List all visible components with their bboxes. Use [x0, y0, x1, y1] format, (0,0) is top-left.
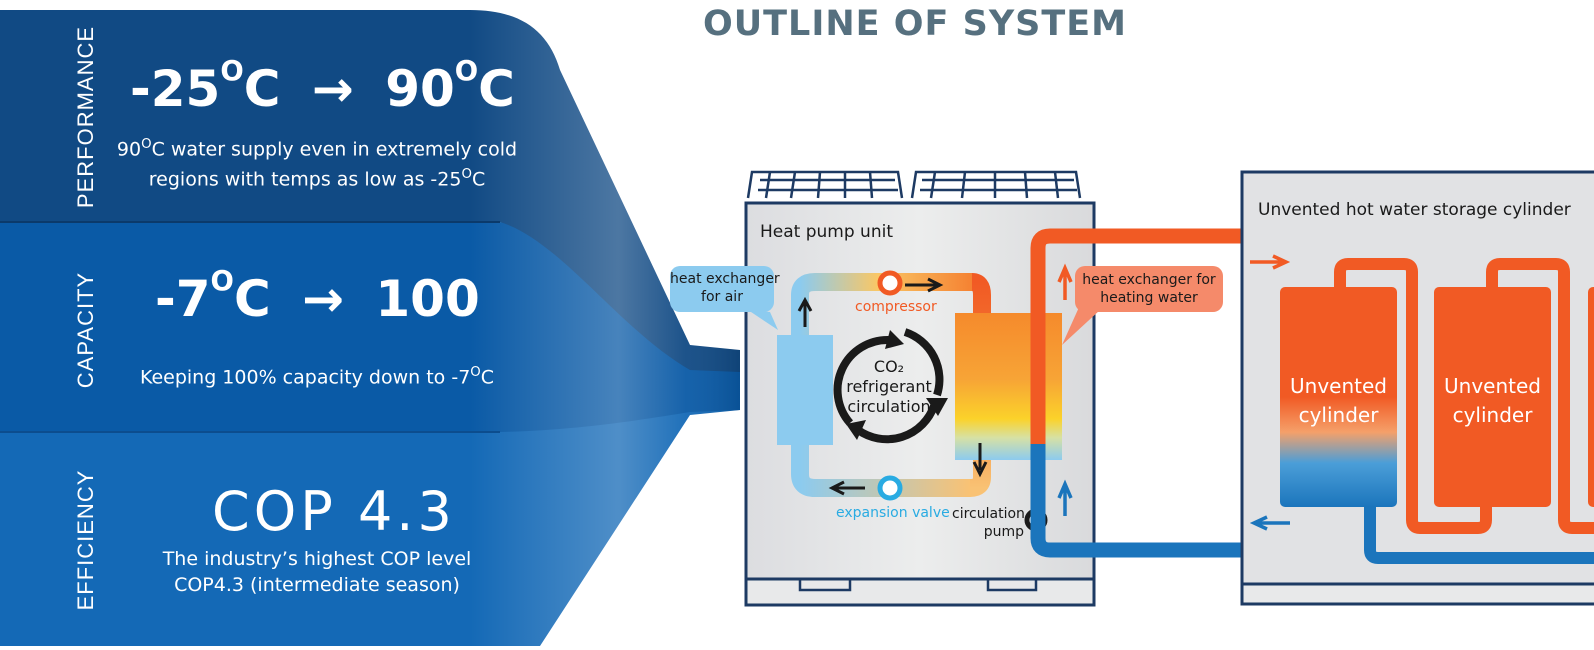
capacity-value: 100 — [375, 270, 480, 328]
left-panels — [0, 10, 740, 646]
efficiency-headline: COP 4.3 — [212, 480, 456, 543]
flow-arrow-right-icon — [905, 277, 944, 293]
cyl-link-hot-1 — [1334, 258, 1492, 534]
hx-water-line2: heating water — [1100, 290, 1198, 306]
efficiency-desc-line2: COP4.3 (intermediate season) — [174, 574, 460, 596]
hx-air-callout-tail — [748, 310, 778, 330]
hx-air-line2: for air — [701, 289, 743, 305]
storage-base — [1240, 582, 1594, 606]
flow-arrow-down-icon — [972, 443, 988, 478]
degree-sign: O — [220, 54, 244, 87]
efficiency-label: EFFICIENCY — [73, 469, 98, 611]
storage-cabinet — [1240, 170, 1594, 606]
performance-desc-num: 90 — [116, 138, 142, 161]
cyl-link-hot-2 — [1486, 258, 1594, 534]
hx-water-block — [955, 313, 1062, 460]
hx-water-callout-bg — [1075, 266, 1223, 312]
expansion-valve-label: expansion valve — [836, 505, 950, 521]
funnel-sheen — [470, 10, 740, 646]
hx-air-label: heat exchanger for air — [670, 270, 780, 306]
efficiency-desc-line1: The industry’s highest COP level — [162, 548, 472, 570]
cylinder-2-label: Unvented cylinder — [1434, 372, 1551, 430]
expansion-valve-icon — [877, 475, 903, 501]
cyl2-line1: Unvented — [1444, 374, 1541, 398]
capacity-desc-rest: C — [480, 366, 495, 389]
degree-sign: O — [470, 365, 481, 380]
co2-arrowhead-2 — [846, 420, 866, 440]
hx-air-line1: heat exchanger — [670, 271, 780, 287]
co2-line3: circulation — [847, 397, 931, 416]
arrow-right-icon: → — [311, 60, 354, 118]
outlet-arrow-left-icon — [1249, 515, 1290, 531]
co2-circulation-ring-icon — [833, 328, 944, 444]
capacity-description: Keeping 100% capacity down to -7OC — [112, 360, 522, 390]
unit-foot-right — [986, 579, 1038, 592]
performance-high-temp: 90 — [385, 60, 455, 118]
flow-arrow-up-icon — [797, 296, 813, 327]
compressor-label: compressor — [855, 299, 937, 315]
capacity-headline: -7OC → 100 — [155, 265, 480, 329]
circulation-pump-label: circulation pump — [952, 505, 1025, 541]
unit-foot-left — [798, 579, 852, 592]
co2-label: CO₂ refrigerant circulation — [835, 357, 943, 417]
performance-desc-line2-rest: C — [471, 168, 486, 191]
capacity-label: CAPACITY — [73, 271, 98, 389]
performance-low-unit: C — [243, 60, 281, 118]
arrow-right-icon: → — [302, 270, 344, 328]
cylinder-3-partial — [1588, 287, 1594, 507]
inlet-arrow-right-icon — [1250, 254, 1291, 270]
hx-air-block — [777, 335, 833, 445]
hx-water-callout-tail — [1062, 305, 1100, 345]
flow-arrow-left-icon — [828, 480, 865, 496]
cyl1-line1: Unvented — [1290, 374, 1387, 398]
hot-up-arrow-icon — [1057, 263, 1073, 300]
capacity-desc: Keeping 100% capacity down to -7 — [139, 366, 471, 389]
degree-sign: O — [461, 167, 472, 183]
hx-water-line1: heat exchanger for — [1082, 272, 1216, 288]
circ-pump-line2: pump — [983, 524, 1024, 540]
hx-water-label: heat exchanger for heating water — [1075, 271, 1223, 307]
fan-grille-right — [910, 170, 1082, 199]
performance-desc-rest: C water supply even in extremely cold — [151, 138, 518, 161]
degree-sign: O — [210, 264, 234, 297]
performance-label: PERFORMANCE — [73, 25, 98, 209]
heat-pump-unit-label: Heat pump unit — [760, 222, 893, 242]
performance-desc-line2: regions with temps as low as -25 — [148, 168, 462, 191]
hx-air-callout-bg — [670, 266, 774, 312]
cylinder-1-label: Unvented cylinder — [1280, 372, 1397, 430]
capacity-temp: -7 — [155, 270, 211, 328]
fan-grille-left — [746, 170, 904, 199]
cold-up-arrow-icon — [1057, 479, 1073, 516]
refrigerant-loop-bottom — [791, 440, 970, 497]
performance-description: 90OC water supply even in extremely cold… — [112, 132, 522, 193]
compressor-icon — [877, 270, 903, 296]
cylinder-1 — [1280, 287, 1397, 507]
cylinder-2 — [1434, 287, 1551, 507]
page-title: OUTLINE OF SYSTEM — [703, 4, 1127, 44]
performance-high-unit: C — [478, 60, 515, 118]
efficiency-description: The industry’s highest COP level COP4.3 … — [112, 546, 522, 598]
cyl2-line2: cylinder — [1452, 403, 1533, 427]
co2-arrowhead-3 — [885, 330, 904, 349]
refrigerant-loop-top — [791, 273, 972, 335]
co2-arrowhead-1 — [926, 398, 948, 416]
circ-pump-line1: circulation — [952, 506, 1025, 522]
cyl1-line2: cylinder — [1298, 403, 1379, 427]
unit-base — [744, 577, 1096, 607]
performance-headline: -25OC → 90OC — [130, 55, 515, 119]
degree-sign: O — [141, 137, 152, 152]
co2-line1: CO₂ — [873, 357, 905, 376]
co2-line2: refrigerant — [846, 377, 932, 396]
capacity-unit: C — [233, 270, 271, 328]
degree-sign: O — [454, 54, 479, 87]
performance-low-temp: -25 — [130, 60, 221, 118]
hot-water-pipe — [1030, 228, 1594, 448]
cyl-link-cold — [1364, 505, 1594, 564]
storage-label: Unvented hot water storage cylinder — [1258, 200, 1571, 220]
